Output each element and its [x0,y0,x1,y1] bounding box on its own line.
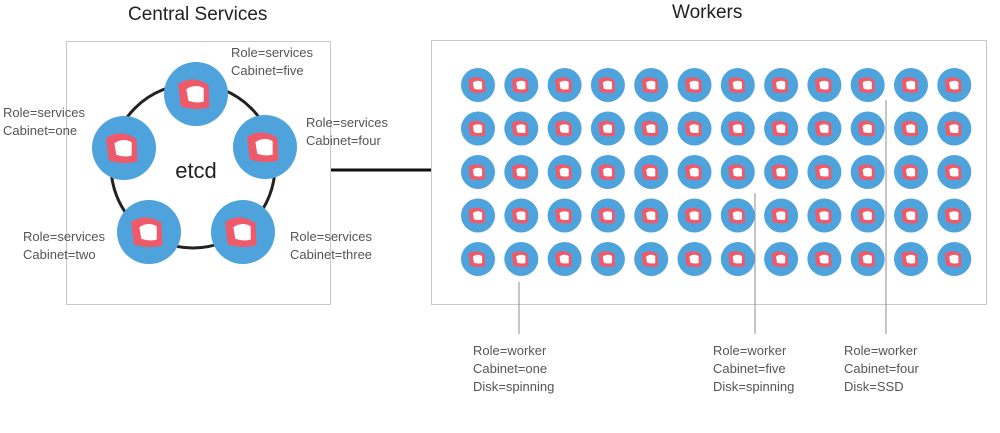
worker-node [850,68,885,102]
worker-node [807,242,842,276]
worker-disk: Disk=SSD [844,379,904,394]
worker-node [937,68,972,102]
service-cabinet: Cabinet=two [23,247,96,262]
worker-node [461,68,495,102]
worker-node [547,242,582,276]
worker-node [894,111,928,146]
service-node [92,116,156,180]
service-cabinet: Cabinet=three [290,247,373,262]
worker-node [764,242,799,276]
worker-node [504,198,539,233]
service-label-one: Role=services Cabinet=one [3,104,85,140]
worker-node [547,111,582,146]
worker-node [547,68,582,102]
worker-node [720,198,755,233]
worker-node [894,68,928,102]
worker-node [807,198,842,233]
service-node [233,115,297,179]
worker-node [634,111,669,146]
worker-cabinet: Cabinet=one [473,361,548,376]
worker-node [590,242,625,276]
worker-node [677,111,712,146]
worker-node [807,68,842,102]
worker-nodes [461,68,972,276]
worker-node [677,155,712,189]
worker-node [937,198,972,233]
service-role: Role=services [3,105,86,120]
worker-disk: Disk=spinning [473,379,555,394]
worker-node [504,155,539,189]
worker-node [937,242,972,276]
worker-disk: Disk=spinning [713,379,795,394]
worker-node [764,68,799,102]
worker-node [504,242,539,276]
worker-node [894,198,928,233]
central-services-title: Central Services [128,4,268,25]
service-node [164,62,228,126]
service-node [117,200,181,264]
worker-node [504,111,539,146]
worker-node [894,155,928,189]
worker-node [461,111,495,146]
worker-node [634,242,669,276]
worker-node [850,242,885,276]
worker-node [720,68,755,102]
worker-node [807,111,842,146]
service-cabinet: Cabinet=four [306,133,381,148]
worker-node [850,198,885,233]
worker-role: Role=worker [844,343,918,358]
service-nodes [92,62,297,264]
worker-node [634,198,669,233]
worker-node [461,198,495,233]
worker-node [590,198,625,233]
worker-node [547,198,582,233]
service-role: Role=services [290,229,373,244]
worker-node [461,242,495,276]
service-role: Role=services [231,45,314,60]
worker-node [720,242,755,276]
worker-role: Role=worker [713,343,787,358]
service-label-three: Role=services Cabinet=three [290,228,372,264]
worker-cabinet: Cabinet=four [844,361,919,376]
worker-node [634,68,669,102]
worker-node [850,155,885,189]
service-label-two: Role=services Cabinet=two [23,228,105,264]
worker-callout-four: Role=worker Cabinet=four Disk=SSD [844,342,919,396]
callout-lines [518,100,887,334]
worker-node [590,155,625,189]
worker-node [504,68,539,102]
worker-node [720,155,755,189]
worker-callout-five: Role=worker Cabinet=five Disk=spinning [713,342,794,396]
service-label-five: Role=services Cabinet=five [231,44,313,80]
worker-callout-one: Role=worker Cabinet=one Disk=spinning [473,342,554,396]
service-role: Role=services [306,115,389,130]
worker-node [764,198,799,233]
worker-node [677,68,712,102]
worker-node [894,242,928,276]
worker-node [850,111,885,146]
worker-node [677,198,712,233]
workers-title: Workers [672,2,743,23]
etcd-label: etcd [175,158,217,183]
service-role: Role=services [23,229,106,244]
service-node [211,200,275,264]
service-cabinet: Cabinet=five [231,63,304,78]
worker-node [677,242,712,276]
worker-node [720,111,755,146]
service-label-four: Role=services Cabinet=four [306,114,388,150]
worker-node [764,111,799,146]
worker-node [461,155,495,189]
worker-node [634,155,669,189]
worker-node [590,68,625,102]
worker-cabinet: Cabinet=five [713,361,786,376]
worker-node [590,111,625,146]
service-cabinet: Cabinet=one [3,123,78,138]
worker-node [764,155,799,189]
worker-node [937,111,972,146]
worker-node [937,155,972,189]
worker-node [807,155,842,189]
worker-node [547,155,582,189]
worker-role: Role=worker [473,343,547,358]
